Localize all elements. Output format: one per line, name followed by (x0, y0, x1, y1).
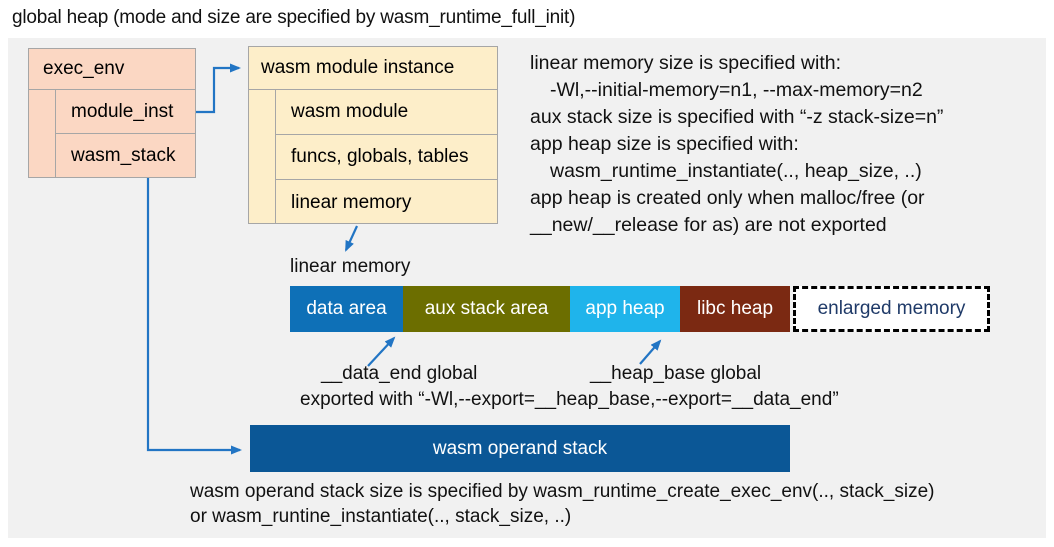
note-line: __new/__release for as) are not exported (530, 214, 887, 236)
instance-row-funcs-globals-tables: funcs, globals, tables (276, 135, 497, 180)
wasm-module-instance-header: wasm module instance (249, 47, 497, 90)
exec-env-row-module-inst: module_inst (56, 90, 195, 134)
exec-env-body: module_inst wasm_stack (29, 90, 195, 177)
wasm-module-instance-box: wasm module instance wasm module funcs, … (248, 46, 498, 224)
diagram-title: global heap (mode and size are specified… (12, 7, 576, 28)
note-line: wasm operand stack size is specified by … (190, 481, 935, 502)
exec-env-row-wasm-stack: wasm_stack (71, 145, 176, 166)
note-line: app heap is created only when malloc/fre… (530, 187, 925, 209)
exported-with-label: exported with “-Wl,--export=__heap_base,… (300, 389, 839, 410)
wasm-module-instance-indent (249, 90, 276, 224)
segment-app-heap: app heap (570, 286, 680, 332)
wasm-module-instance-body: wasm module funcs, globals, tables linea… (249, 90, 497, 224)
instance-row-wasm-module: wasm module (276, 90, 497, 135)
segment-enlarged-memory: enlarged memory (793, 286, 990, 332)
exec-env-indent (29, 90, 56, 177)
exec-env-header: exec_env (29, 49, 195, 90)
instance-row-linear-memory: linear memory (291, 191, 412, 213)
heap-base-global-label: __heap_base global (590, 363, 762, 384)
segment-libc-heap: libc heap (680, 286, 790, 332)
wasm-operand-stack-bar: wasm operand stack (250, 425, 790, 472)
data-end-global-label: __data_end global (321, 363, 478, 384)
segment-data-area: data area (290, 286, 403, 332)
note-line: -Wl,--initial-memory=n1, --max-memory=n2 (550, 79, 923, 101)
segment-aux-stack-area: aux stack area (403, 286, 570, 332)
exec-env-box: exec_env module_inst wasm_stack (28, 48, 196, 178)
notes-operand-stack-size: wasm operand stack size is specified by … (190, 479, 1040, 529)
notes-linear-memory-sizes: linear memory size is specified with: -W… (530, 50, 1042, 239)
note-line: app heap size is specified with: (530, 133, 799, 155)
linear-memory-label: linear memory (290, 256, 411, 277)
note-line: aux stack size is specified with “-z sta… (530, 106, 944, 128)
note-line: wasm_runtime_instantiate(.., heap_size, … (550, 160, 922, 182)
linear-memory-bar: data area aux stack area app heap libc h… (290, 286, 790, 332)
note-line: or wasm_runtine_instantiate(.., stack_si… (190, 506, 572, 527)
note-line: linear memory size is specified with: (530, 52, 842, 74)
